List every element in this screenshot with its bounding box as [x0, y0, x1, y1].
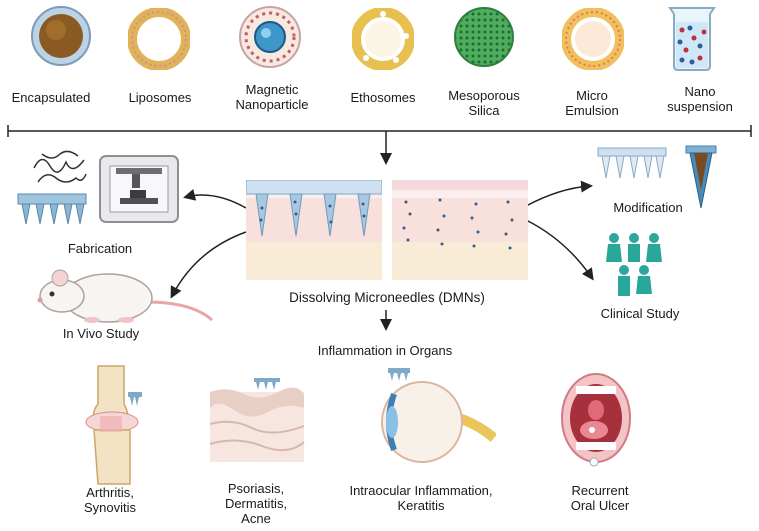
inflammation-in-organs-label: Inflammation in Organs [317, 343, 453, 358]
3d-printer-icon [96, 152, 182, 226]
microneedle-patch-icon [16, 192, 88, 236]
liposome-icon [128, 8, 190, 70]
in-vivo-study-label: In Vivo Study [62, 326, 140, 341]
ethosome-icon [352, 8, 414, 70]
dmn-title: Dissolving Microneedles (DMNs) [289, 290, 485, 305]
nano-suspension-beaker-icon [664, 4, 720, 72]
polymer-network-icon [32, 148, 88, 188]
organ-label-skin: Psoriasis, Dermatitis, Acne [224, 481, 288, 526]
carrier-label-encapsulated: Encapsulated [11, 90, 91, 105]
coated-needle-icon [684, 144, 718, 210]
mesoporous-silica-icon [452, 5, 516, 69]
microneedle-insertion-panel [246, 180, 382, 280]
carrier-label-magnetic-nanoparticle: Magnetic Nanoparticle [235, 82, 309, 112]
organ-label-arthritis: Arthritis, Synovitis [83, 485, 137, 515]
carrier-label-ethosomes: Ethosomes [350, 90, 416, 105]
eye-icon [372, 366, 496, 478]
organ-label-eye: Intraocular Inflammation, Keratitis [349, 483, 493, 513]
modified-microneedle-patch-icon [596, 146, 668, 186]
dissolved-microneedle-panel [392, 180, 528, 280]
encapsulated-sphere-icon [30, 5, 92, 67]
magnetic-nanoparticle-icon [238, 5, 302, 69]
modification-label: Modification [613, 200, 683, 215]
fabrication-label: Fabrication [67, 241, 133, 256]
people-group-icon [604, 232, 664, 302]
carrier-label-nano-suspension: Nano suspension [667, 84, 733, 114]
organ-label-mouth: Recurrent Oral Ulcer [570, 483, 630, 513]
skin-layers-icon [208, 378, 306, 464]
open-mouth-icon [558, 370, 634, 470]
knee-joint-icon [72, 364, 162, 486]
micro-emulsion-icon [562, 8, 624, 70]
clinical-study-label: Clinical Study [600, 306, 680, 321]
mouse-icon [22, 262, 222, 332]
carrier-label-micro-emulsion: Micro Emulsion [565, 88, 619, 118]
carrier-label-liposomes: Liposomes [128, 90, 192, 105]
carrier-label-mesoporous-silica: Mesoporous Silica [448, 88, 520, 118]
